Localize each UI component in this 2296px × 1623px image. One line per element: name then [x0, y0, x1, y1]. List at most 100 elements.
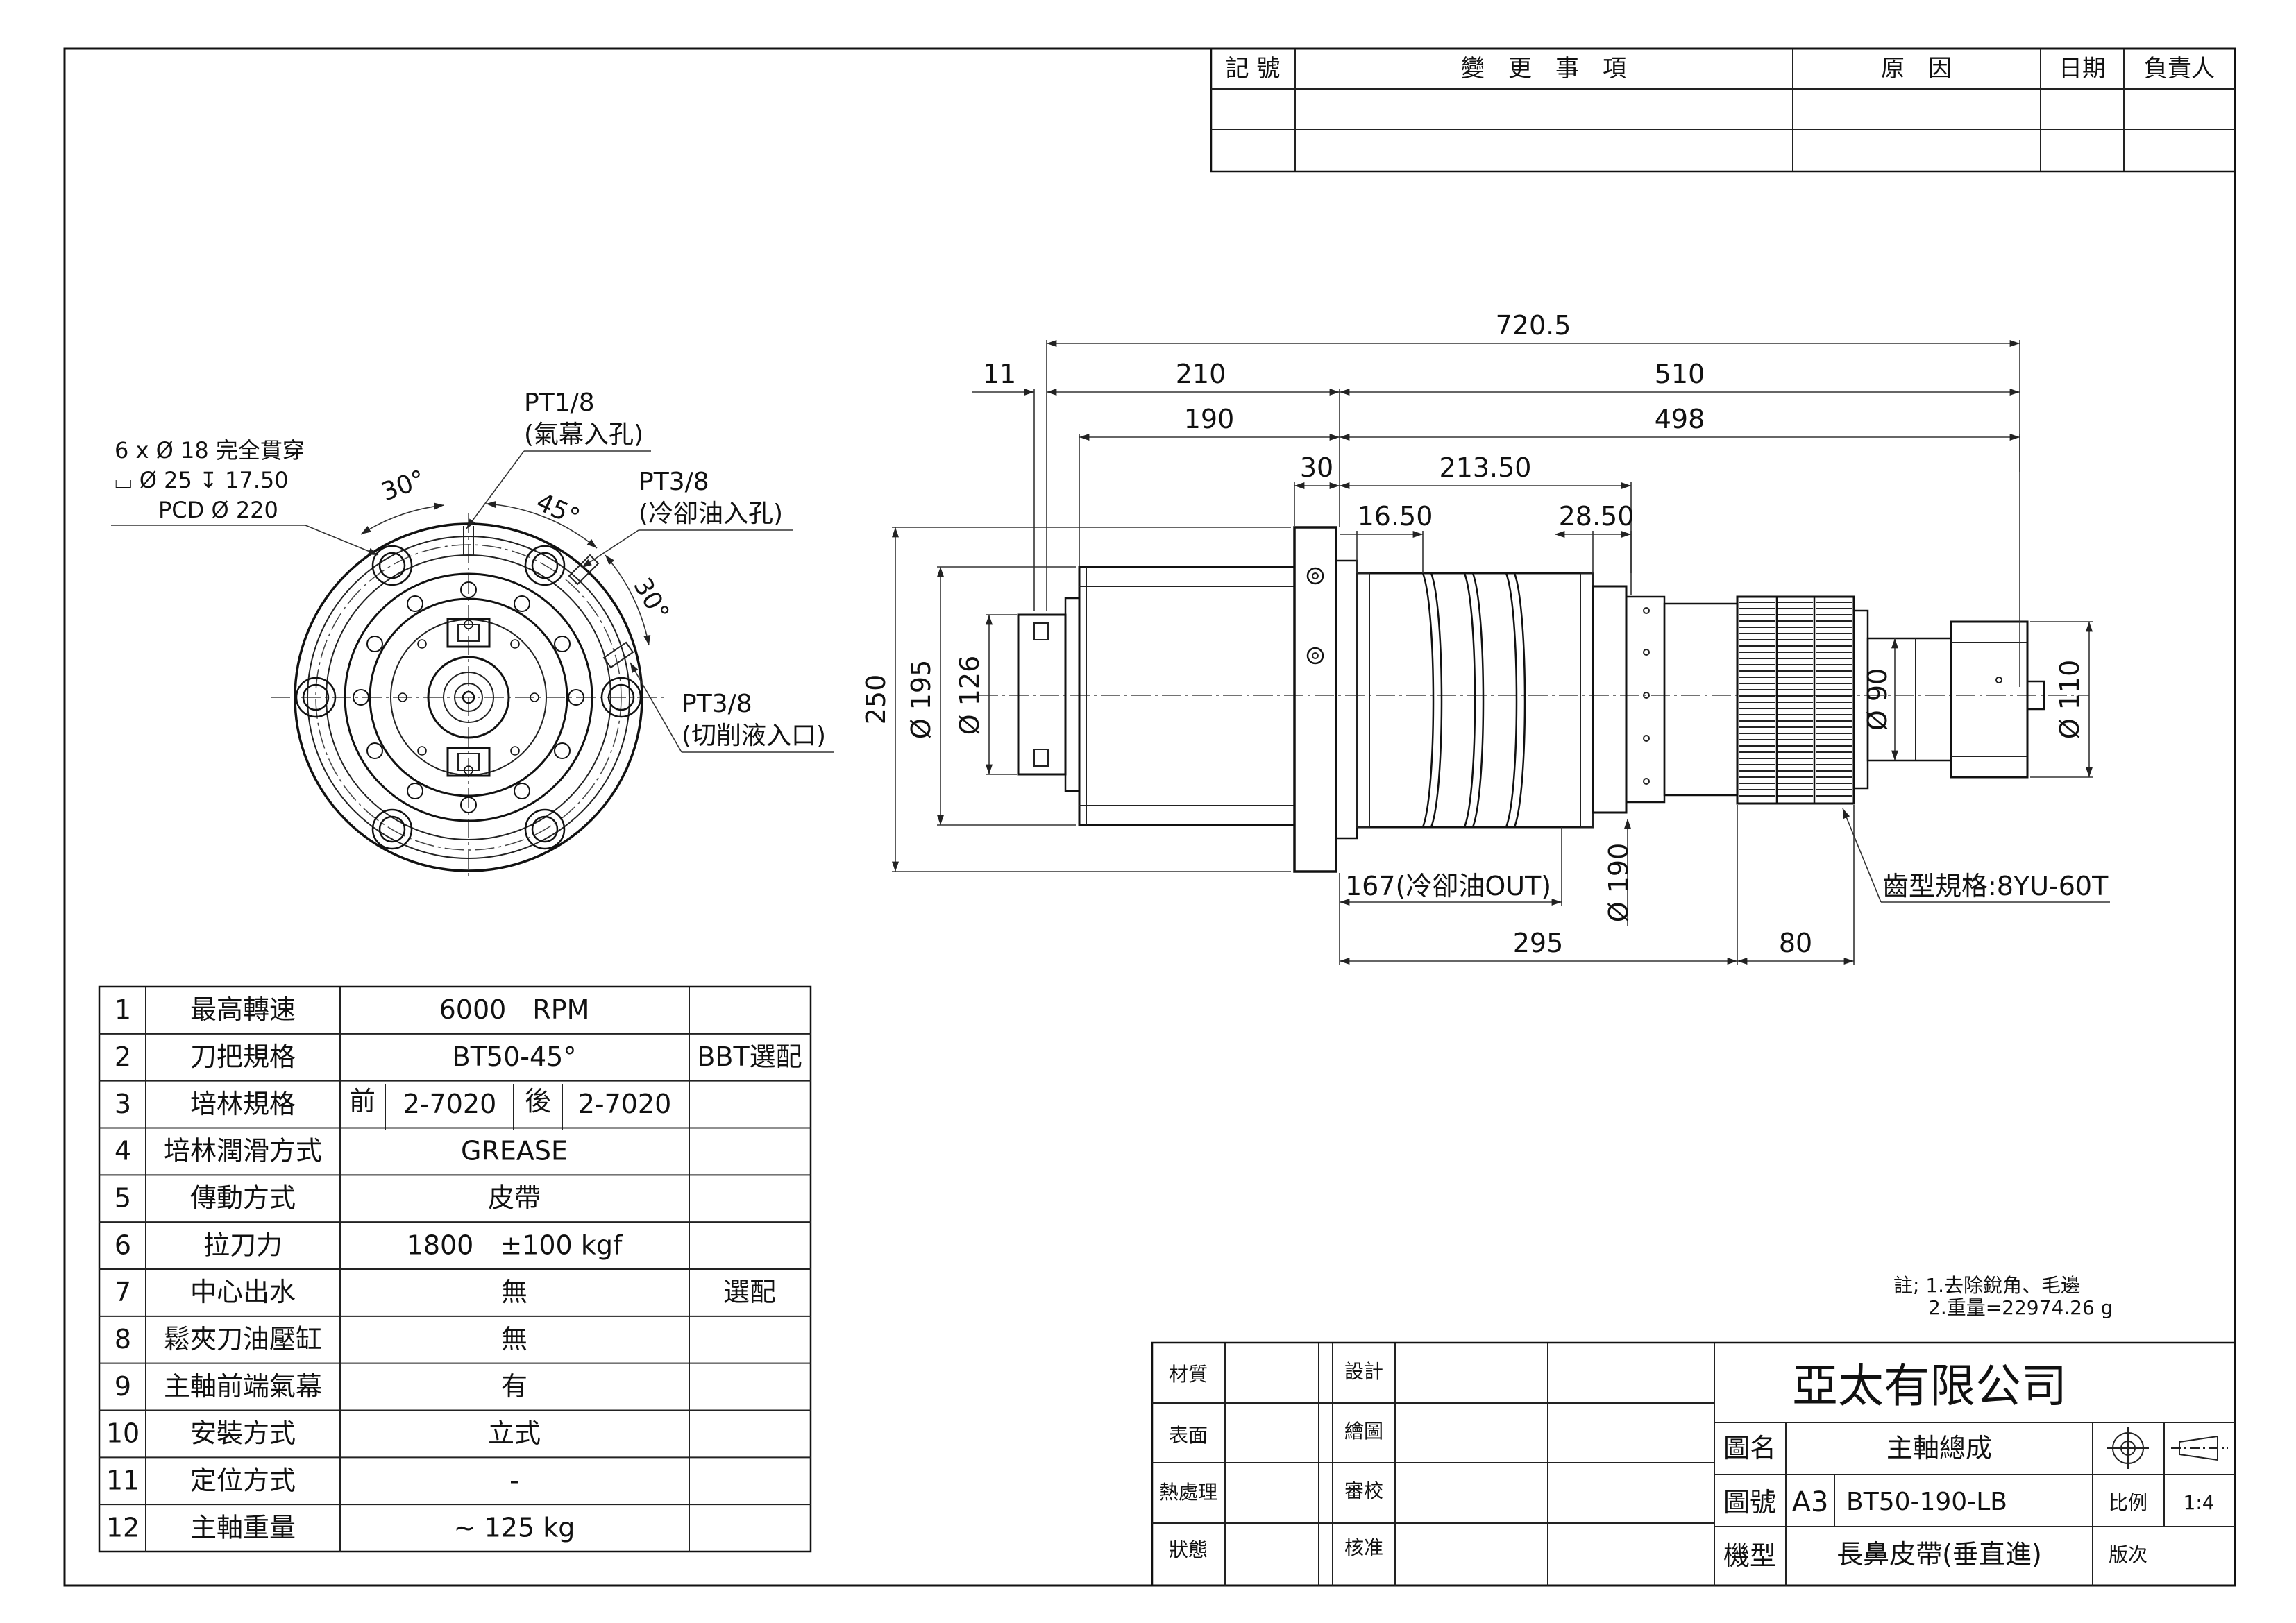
dim-11: 11 — [983, 359, 1016, 389]
front-view: 30° 45° 30° 6 x Ø 18 完全貫穿 ⌴ Ø 25 ↧ 17.50… — [111, 389, 834, 878]
gear-spec: 齒型規格:8YU-60T — [1882, 871, 2109, 901]
spec-row-value: BT50-45° — [453, 1042, 577, 1072]
dim-295: 295 — [1513, 928, 1564, 958]
spec-row-value: GREASE — [461, 1136, 568, 1166]
dim-16-50: 16.50 — [1358, 501, 1433, 532]
spec-row-item: 最高轉速 — [190, 994, 296, 1025]
spec-row-value: 無 — [501, 1324, 527, 1354]
tb-approve: 核准 — [1344, 1536, 1383, 1559]
dim-overall: 720.5 — [1496, 310, 1571, 341]
tb-company: 亞太有限公司 — [1792, 1359, 2067, 1413]
dim-dia-90: Ø 90 — [1862, 668, 1893, 731]
tb-surface: 表面 — [1169, 1424, 1208, 1447]
spec-row-value: 1800 ±100 kgf — [407, 1230, 623, 1260]
spec-row-value: 皮帶 — [488, 1182, 541, 1213]
dim-250: 250 — [861, 674, 891, 725]
note-line-2: 2.重量=22974.26 g — [1928, 1296, 2113, 1319]
spec-row-item: 鬆夾刀油壓缸 — [164, 1324, 322, 1354]
rev-header-owner: 負責人 — [2144, 55, 2215, 83]
dim-dia-126: Ø 126 — [954, 656, 985, 736]
tb-number-label: 圖號 — [1723, 1487, 1776, 1518]
tb-review: 審校 — [1344, 1479, 1383, 1502]
spec-row-value: - — [509, 1465, 519, 1495]
pt18-desc: (氣幕入孔) — [524, 420, 643, 449]
rev-header-change: 變 更 事 項 — [1461, 55, 1626, 83]
dim-dia-195: Ø 195 — [906, 660, 936, 740]
spec-row-value: 立式 — [488, 1418, 541, 1449]
dim-190: 190 — [1184, 404, 1235, 434]
tb-design: 設計 — [1344, 1360, 1383, 1383]
tb-name-label: 圖名 — [1723, 1433, 1776, 1463]
angle-30-left: 30° — [378, 465, 429, 507]
title-block: 材質 表面 熱處理 狀態 設計 繪圖 審校 核准 亞太有限公司 圖名 主軸總成 … — [1151, 1341, 2236, 1587]
tb-version-label: 版次 — [2109, 1543, 2147, 1566]
tb-model-label: 機型 — [1723, 1540, 1776, 1571]
angle-30-right: 30° — [627, 573, 674, 626]
dim-28-50: 28.50 — [1559, 501, 1635, 532]
spec-row-item: 培林潤滑方式 — [164, 1136, 322, 1166]
hole-callout-1: 6 x Ø 18 完全貫穿 — [115, 437, 305, 464]
spec-bearing-rear-label: 後 — [525, 1086, 551, 1116]
drawing-frame — [63, 47, 2236, 1587]
projection-symbol-icon — [2107, 1427, 2228, 1469]
spec-row-number: 1 — [115, 994, 131, 1025]
rev-header-reason: 原 因 — [1881, 55, 1952, 83]
angle-45: 45° — [532, 488, 584, 532]
rev-header-no: 記 號 — [1226, 55, 1281, 83]
spec-row-item: 安裝方式 — [190, 1418, 296, 1449]
spec-row-number: 5 — [115, 1182, 131, 1213]
tb-material: 材質 — [1169, 1363, 1208, 1386]
side-view: 720.5 11 210 510 190 498 30 213.50 16.50… — [861, 310, 2110, 965]
spec-row-item: 培林規格 — [190, 1089, 296, 1119]
dim-510: 510 — [1655, 359, 1705, 389]
rev-header-date: 日期 — [2059, 55, 2106, 83]
spec-row-number: 11 — [106, 1465, 140, 1495]
pt38-cut-desc: (切削液入口) — [682, 722, 826, 750]
note-line-1: 註; 1.去除銳角、毛邊 — [1893, 1274, 2080, 1297]
spec-row-number: 8 — [115, 1324, 131, 1354]
spec-row-value: ~ 125 kg — [454, 1512, 575, 1543]
tb-drawing: 繪圖 — [1344, 1420, 1383, 1443]
spec-row-note: BBT選配 — [697, 1042, 802, 1072]
tb-state: 狀態 — [1169, 1538, 1208, 1561]
spec-row-number: 4 — [115, 1136, 131, 1166]
spec-row-item: 傳動方式 — [190, 1182, 296, 1213]
spec-row-note: 選配 — [723, 1277, 776, 1307]
spec-row-number: 2 — [115, 1042, 131, 1072]
spec-row-number: 9 — [115, 1371, 131, 1402]
spec-bearing-front-label: 前 — [349, 1086, 375, 1116]
dim-30: 30 — [1300, 452, 1333, 483]
tb-size: A3 — [1792, 1486, 1829, 1518]
dim-80: 80 — [1779, 928, 1812, 958]
tb-heat: 熱處理 — [1159, 1481, 1217, 1504]
spec-row-number: 7 — [115, 1277, 131, 1307]
notes: 註; 1.去除銳角、毛邊 2.重量=22974.26 g — [1893, 1274, 2113, 1319]
spec-row-number: 6 — [115, 1230, 131, 1260]
pt38-oil-label: PT3/8 — [639, 468, 709, 496]
spec-row-item: 定位方式 — [190, 1465, 296, 1495]
revision-table: 記 號 變 更 事 項 原 因 日期 負責人 — [1210, 47, 2236, 173]
spec-row-item: 主軸前端氣幕 — [164, 1371, 322, 1402]
dim-coolant-out: 167(冷卻油OUT) — [1345, 871, 1551, 901]
spec-row-item: 拉刀力 — [203, 1230, 282, 1260]
pt38-oil-desc: (冷卻油入孔) — [639, 500, 783, 528]
spec-row-item: 刀把規格 — [190, 1042, 296, 1072]
spec-row-value: 有 — [501, 1371, 527, 1402]
tb-number: BT50-190-LB — [1846, 1488, 2007, 1516]
spec-row-value: 6000 RPM — [439, 994, 590, 1025]
spec-row-item: 主軸重量 — [190, 1512, 296, 1543]
spec-row-number: 10 — [106, 1418, 140, 1449]
dim-498: 498 — [1655, 404, 1705, 434]
spec-row-item: 中心出水 — [190, 1277, 296, 1307]
hole-callout-2: ⌴ Ø 25 ↧ 17.50 — [115, 467, 289, 493]
tb-scale-label: 比例 — [2109, 1491, 2147, 1514]
dim-dia-110: Ø 110 — [2054, 660, 2085, 740]
spec-row-value: 無 — [501, 1277, 527, 1307]
tb-scale: 1:4 — [2183, 1491, 2214, 1514]
tb-name: 主軸總成 — [1886, 1433, 1992, 1463]
pt38-cut-label: PT3/8 — [682, 690, 752, 718]
spec-bearing-rear: 2-7020 — [578, 1089, 672, 1119]
dim-213: 213.50 — [1440, 452, 1532, 483]
